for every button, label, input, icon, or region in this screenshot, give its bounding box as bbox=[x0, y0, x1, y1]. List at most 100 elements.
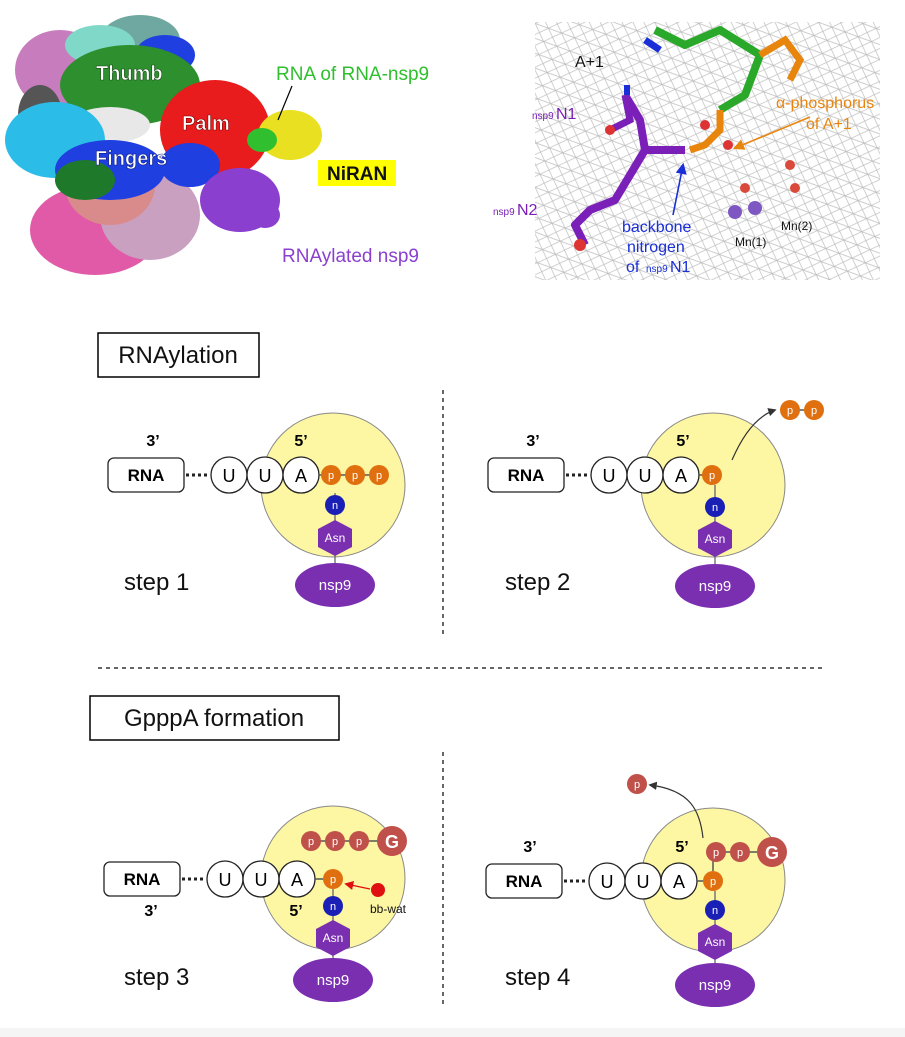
step2-pp1 bbox=[780, 400, 800, 420]
step4-5prime-label: 5’ bbox=[675, 839, 688, 856]
rnaylated-nsp9-lobe bbox=[250, 202, 280, 228]
step4-p-alpha bbox=[703, 871, 723, 891]
step2-release-arrow bbox=[731, 408, 777, 461]
step3-gtp-p3 bbox=[349, 831, 369, 851]
step3-g-label: G bbox=[385, 832, 399, 852]
step1-u1-label: U bbox=[223, 466, 236, 486]
step4-g bbox=[757, 837, 787, 867]
step3-n bbox=[323, 896, 343, 916]
mn2-ion bbox=[748, 201, 762, 215]
step1-3prime-label: 3’ bbox=[146, 433, 159, 450]
step3-a-label: A bbox=[291, 870, 303, 890]
backbone-arrow bbox=[672, 162, 687, 216]
alpha-phosphorus-stick bbox=[688, 110, 724, 154]
water-1 bbox=[740, 183, 750, 193]
nsp9-n1-sticks bbox=[621, 92, 685, 154]
step3-gtp-p2-label: p bbox=[332, 836, 338, 848]
step1-rna-box bbox=[107, 457, 185, 493]
step4-gtp-p1-label: p bbox=[713, 847, 719, 859]
footer-strip bbox=[0, 1028, 905, 1037]
step2-u2-label: U bbox=[639, 466, 652, 486]
step3-gtp-p1 bbox=[301, 831, 321, 851]
step2-n-label: n bbox=[712, 502, 718, 514]
n2-subscript: nsp9 bbox=[493, 207, 515, 218]
step3-p-alpha-label: p bbox=[330, 874, 336, 886]
step4-nsp9 bbox=[675, 963, 755, 1007]
backbone-line3-pre: of bbox=[626, 259, 640, 276]
density-dkgreen-blob bbox=[55, 160, 115, 200]
step3-label: step 3 bbox=[124, 964, 189, 991]
a-plus-1-label: A+1 bbox=[575, 54, 604, 71]
step3-asn bbox=[316, 920, 350, 956]
thumb-domain bbox=[60, 45, 200, 125]
step2-a-label: A bbox=[675, 466, 687, 486]
step1-label: step 1 bbox=[124, 569, 189, 596]
backbone-line3-main: N1 bbox=[670, 259, 691, 276]
step2-p1-label: p bbox=[709, 470, 715, 482]
step1-p2-label: p bbox=[352, 470, 358, 482]
n1-label: N1 bbox=[556, 106, 577, 123]
step2-asn bbox=[698, 521, 732, 557]
step3-asn-label: Asn bbox=[323, 931, 344, 945]
rna-nsp9-label: RNA of RNA-nsp9 bbox=[276, 64, 429, 85]
step3-nsp9 bbox=[293, 958, 373, 1002]
niran-label-bg bbox=[318, 160, 396, 186]
step4-rna-label: RNA bbox=[506, 872, 543, 891]
palm-label: Palm bbox=[182, 113, 230, 135]
step4-u2-label: U bbox=[637, 872, 650, 892]
step1-rna-label: RNA bbox=[128, 466, 165, 485]
alpha-phosphorus-line1: α-phosphorus bbox=[776, 95, 874, 112]
thumb-label: Thumb bbox=[96, 63, 163, 85]
step3-rna-box bbox=[103, 861, 181, 897]
step3-3prime-label: 3’ bbox=[144, 903, 157, 920]
step2-nsp9 bbox=[675, 564, 755, 608]
step1-p3-label: p bbox=[376, 470, 382, 482]
step4-released-p bbox=[627, 774, 647, 794]
step4-gtp-p2-label: p bbox=[737, 847, 743, 859]
n1-subscript: nsp9 bbox=[532, 111, 554, 122]
step2-pp1-label: p bbox=[787, 405, 793, 417]
rna-blue-sticks bbox=[643, 37, 662, 53]
backbone-line1: backbone bbox=[622, 219, 691, 236]
rna-green-sticks bbox=[653, 26, 764, 114]
step4-n bbox=[705, 900, 725, 920]
step3-bbwat bbox=[371, 883, 385, 897]
step4-u1-label: U bbox=[601, 872, 614, 892]
step4-release-arrow bbox=[648, 781, 704, 839]
rna-nsp9-leader bbox=[277, 85, 293, 121]
step4-a-label: A bbox=[673, 872, 685, 892]
alpha-phosphorus-line2: of A+1 bbox=[806, 116, 852, 133]
phosphate-orange-top bbox=[758, 35, 805, 82]
step4-asn bbox=[698, 924, 732, 960]
step2-u1-label: U bbox=[603, 466, 616, 486]
structure-map: Thumb Palm Fingers RNA of RNA-nsp9 NiRAN… bbox=[5, 15, 429, 275]
step1-n bbox=[325, 495, 345, 515]
step1-scheme: RNA 3’ U U A 5’ p p p n Asn nsp9 step 1 bbox=[107, 412, 406, 607]
mn1-label: Mn(1) bbox=[735, 235, 766, 249]
step3-g bbox=[377, 826, 407, 856]
step3-u2-label: U bbox=[255, 870, 268, 890]
mn2-label: Mn(2) bbox=[781, 219, 812, 233]
step2-nsp9-label: nsp9 bbox=[699, 578, 732, 595]
step1-p1-label: p bbox=[328, 470, 334, 482]
step3-bbwat-label: bb-wat bbox=[370, 902, 407, 916]
step2-pp2 bbox=[804, 400, 824, 420]
step3-p-alpha bbox=[323, 869, 343, 889]
step3-gtp-p1-label: p bbox=[308, 836, 314, 848]
n2-label: N2 bbox=[517, 202, 538, 219]
rnaylation-title: RNAylation bbox=[118, 342, 238, 369]
density-closeup: A+1 nsp9 N1 nsp9 N2 α-phosphorus of A+1 … bbox=[493, 22, 880, 280]
step4-asn-label: Asn bbox=[705, 935, 726, 949]
step4-3prime-label: 3’ bbox=[523, 839, 536, 856]
niran-domain bbox=[258, 110, 322, 160]
step3-gtp-p3-label: p bbox=[356, 836, 362, 848]
step2-pp2-label: p bbox=[811, 405, 817, 417]
rnaylated-label: RNAylated nsp9 bbox=[282, 246, 419, 267]
step4-rna-box bbox=[485, 863, 563, 899]
step1-p2 bbox=[345, 465, 365, 485]
step1-asn bbox=[318, 520, 352, 556]
gpppa-title-box bbox=[89, 695, 340, 741]
step4-gtp-p2 bbox=[730, 842, 750, 862]
step4-label: step 4 bbox=[505, 964, 570, 991]
